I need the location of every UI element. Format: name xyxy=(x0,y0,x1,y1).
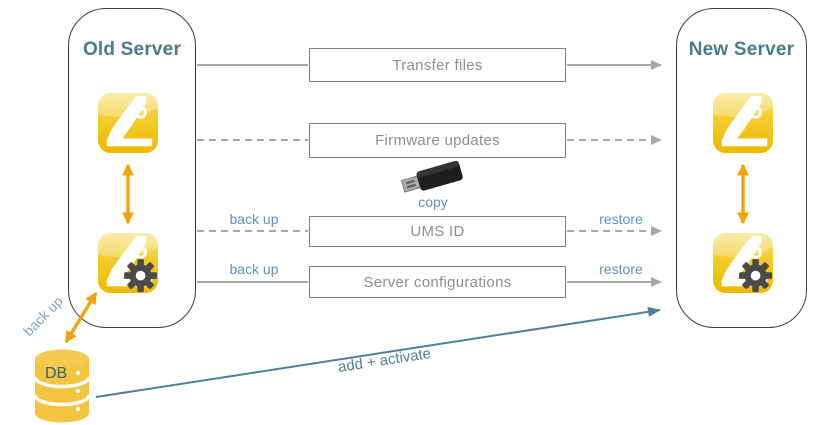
db-backup-label: back up xyxy=(19,293,66,340)
new-server-title: New Server xyxy=(688,39,795,60)
usb-stick-icon xyxy=(398,158,466,194)
transfer-files-label: Transfer files xyxy=(392,56,483,74)
ums-config-app-icon xyxy=(712,232,774,294)
ums-app-icon xyxy=(97,92,159,154)
restore-label-ums-id: restore xyxy=(599,211,643,227)
ums-id-box: UMS ID xyxy=(309,216,566,247)
server-configurations-box: Server configurations xyxy=(309,266,566,298)
backup-label-config: back up xyxy=(229,261,279,277)
copy-label: copy xyxy=(418,194,448,210)
firmware-updates-box: Firmware updates xyxy=(309,123,566,158)
old-server-title: Old Server xyxy=(82,39,182,60)
backup-label-ums-id: back up xyxy=(229,211,279,227)
gear-icon xyxy=(124,259,158,293)
firmware-updates-label: Firmware updates xyxy=(375,132,500,149)
server-configurations-label: Server configurations xyxy=(363,273,512,291)
database-icon: DB xyxy=(33,347,91,425)
ums-id-label: UMS ID xyxy=(410,223,465,240)
gear-icon xyxy=(739,259,773,293)
ums-config-app-icon xyxy=(97,232,159,294)
ums-app-icon xyxy=(712,92,774,154)
transfer-files-box: Transfer files xyxy=(309,48,566,82)
restore-label-config: restore xyxy=(599,261,643,277)
add-activate-label: add + activate xyxy=(336,345,433,376)
db-label: DB xyxy=(45,365,67,382)
